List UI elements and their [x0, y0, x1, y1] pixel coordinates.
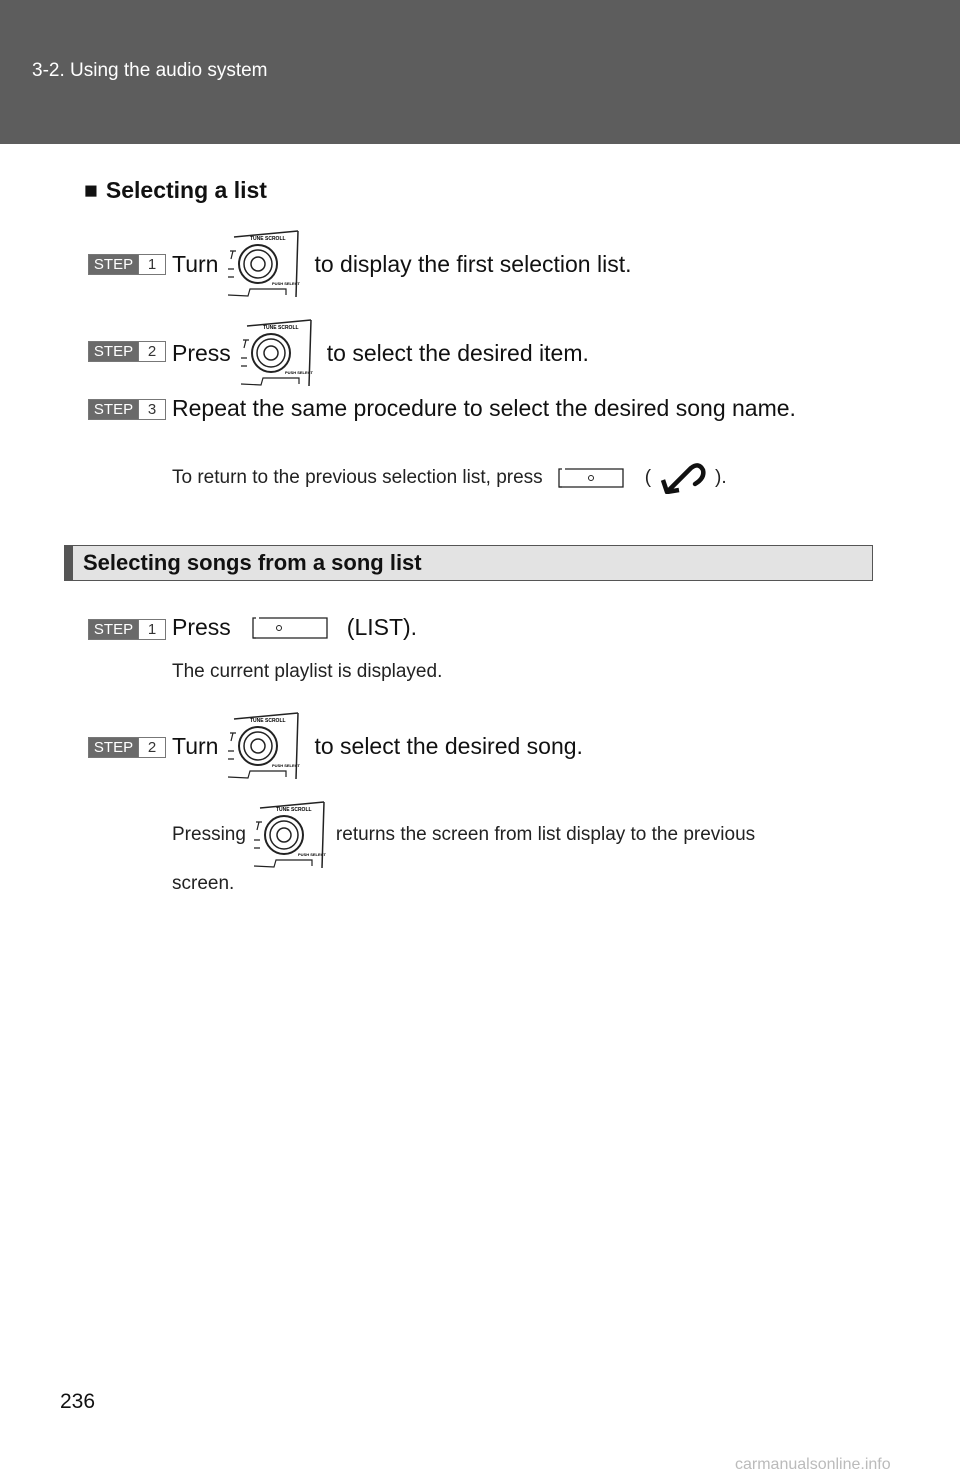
- return-arrow-icon: [660, 463, 706, 494]
- svg-text:PUSH SELECT: PUSH SELECT: [285, 370, 314, 375]
- page-number: 236: [60, 1390, 96, 1413]
- tune-scroll-knob-icon: TUNE SCROLL PUSH SELECT: [228, 230, 301, 298]
- svg-text:TUNE SCROLL: TUNE SCROLL: [250, 236, 286, 242]
- watermark: carmanualsonline.info: [735, 1456, 891, 1473]
- breadcrumb: 3-2. Using the audio system: [32, 60, 268, 81]
- page-header: 3-2. Using the audio system: [0, 0, 960, 144]
- tune-scroll-knob-icon: TUNE SCROLL PUSH SELECT: [240, 319, 314, 387]
- svg-text:PUSH SELECT: PUSH SELECT: [298, 852, 327, 857]
- pressing-note-continued: screen.: [172, 873, 235, 894]
- svg-text:TUNE SCROLL: TUNE SCROLL: [263, 325, 299, 331]
- subsection-heading: ■ Selecting a list: [84, 177, 267, 204]
- pressing-note: Pressing TUNE SCROLL PUSH SELECT returns…: [172, 800, 755, 870]
- svg-text:TUNE SCROLL: TUNE SCROLL: [250, 718, 286, 724]
- tune-scroll-knob-icon: TUNE SCROLL PUSH SELECT: [253, 801, 327, 869]
- list-step-2-instruction: Turn TUNE SCROLL PUSH SELECT to select t…: [172, 711, 583, 781]
- section-bar-edge: [65, 546, 73, 580]
- step-2-instruction: Press TUNE SCROLL PUSH SELECT to select …: [172, 318, 589, 388]
- subsection-title: Selecting a list: [105, 177, 267, 203]
- svg-text:PUSH SELECT: PUSH SELECT: [272, 281, 301, 286]
- back-button-icon: [558, 468, 624, 488]
- step-3-instruction: Repeat the same procedure to select the …: [172, 395, 796, 421]
- playlist-note: The current playlist is displayed.: [172, 661, 443, 682]
- svg-text:PUSH SELECT: PUSH SELECT: [272, 763, 301, 768]
- list-button-icon: [252, 616, 328, 639]
- svg-text:TUNE SCROLL: TUNE SCROLL: [276, 807, 312, 813]
- list-step-1-instruction: Press (LIST).: [172, 614, 418, 640]
- section-title-bar: Selecting songs from a song list: [64, 545, 873, 581]
- return-note: To return to the previous selection list…: [172, 462, 727, 494]
- bullet-square: ■: [84, 177, 98, 203]
- section-title: Selecting songs from a song list: [83, 550, 422, 575]
- step-1-instruction: Turn TUNE SCROLL PUSH SELECT to display …: [172, 229, 631, 299]
- tune-scroll-knob-icon: TUNE SCROLL PUSH SELECT: [228, 712, 301, 780]
